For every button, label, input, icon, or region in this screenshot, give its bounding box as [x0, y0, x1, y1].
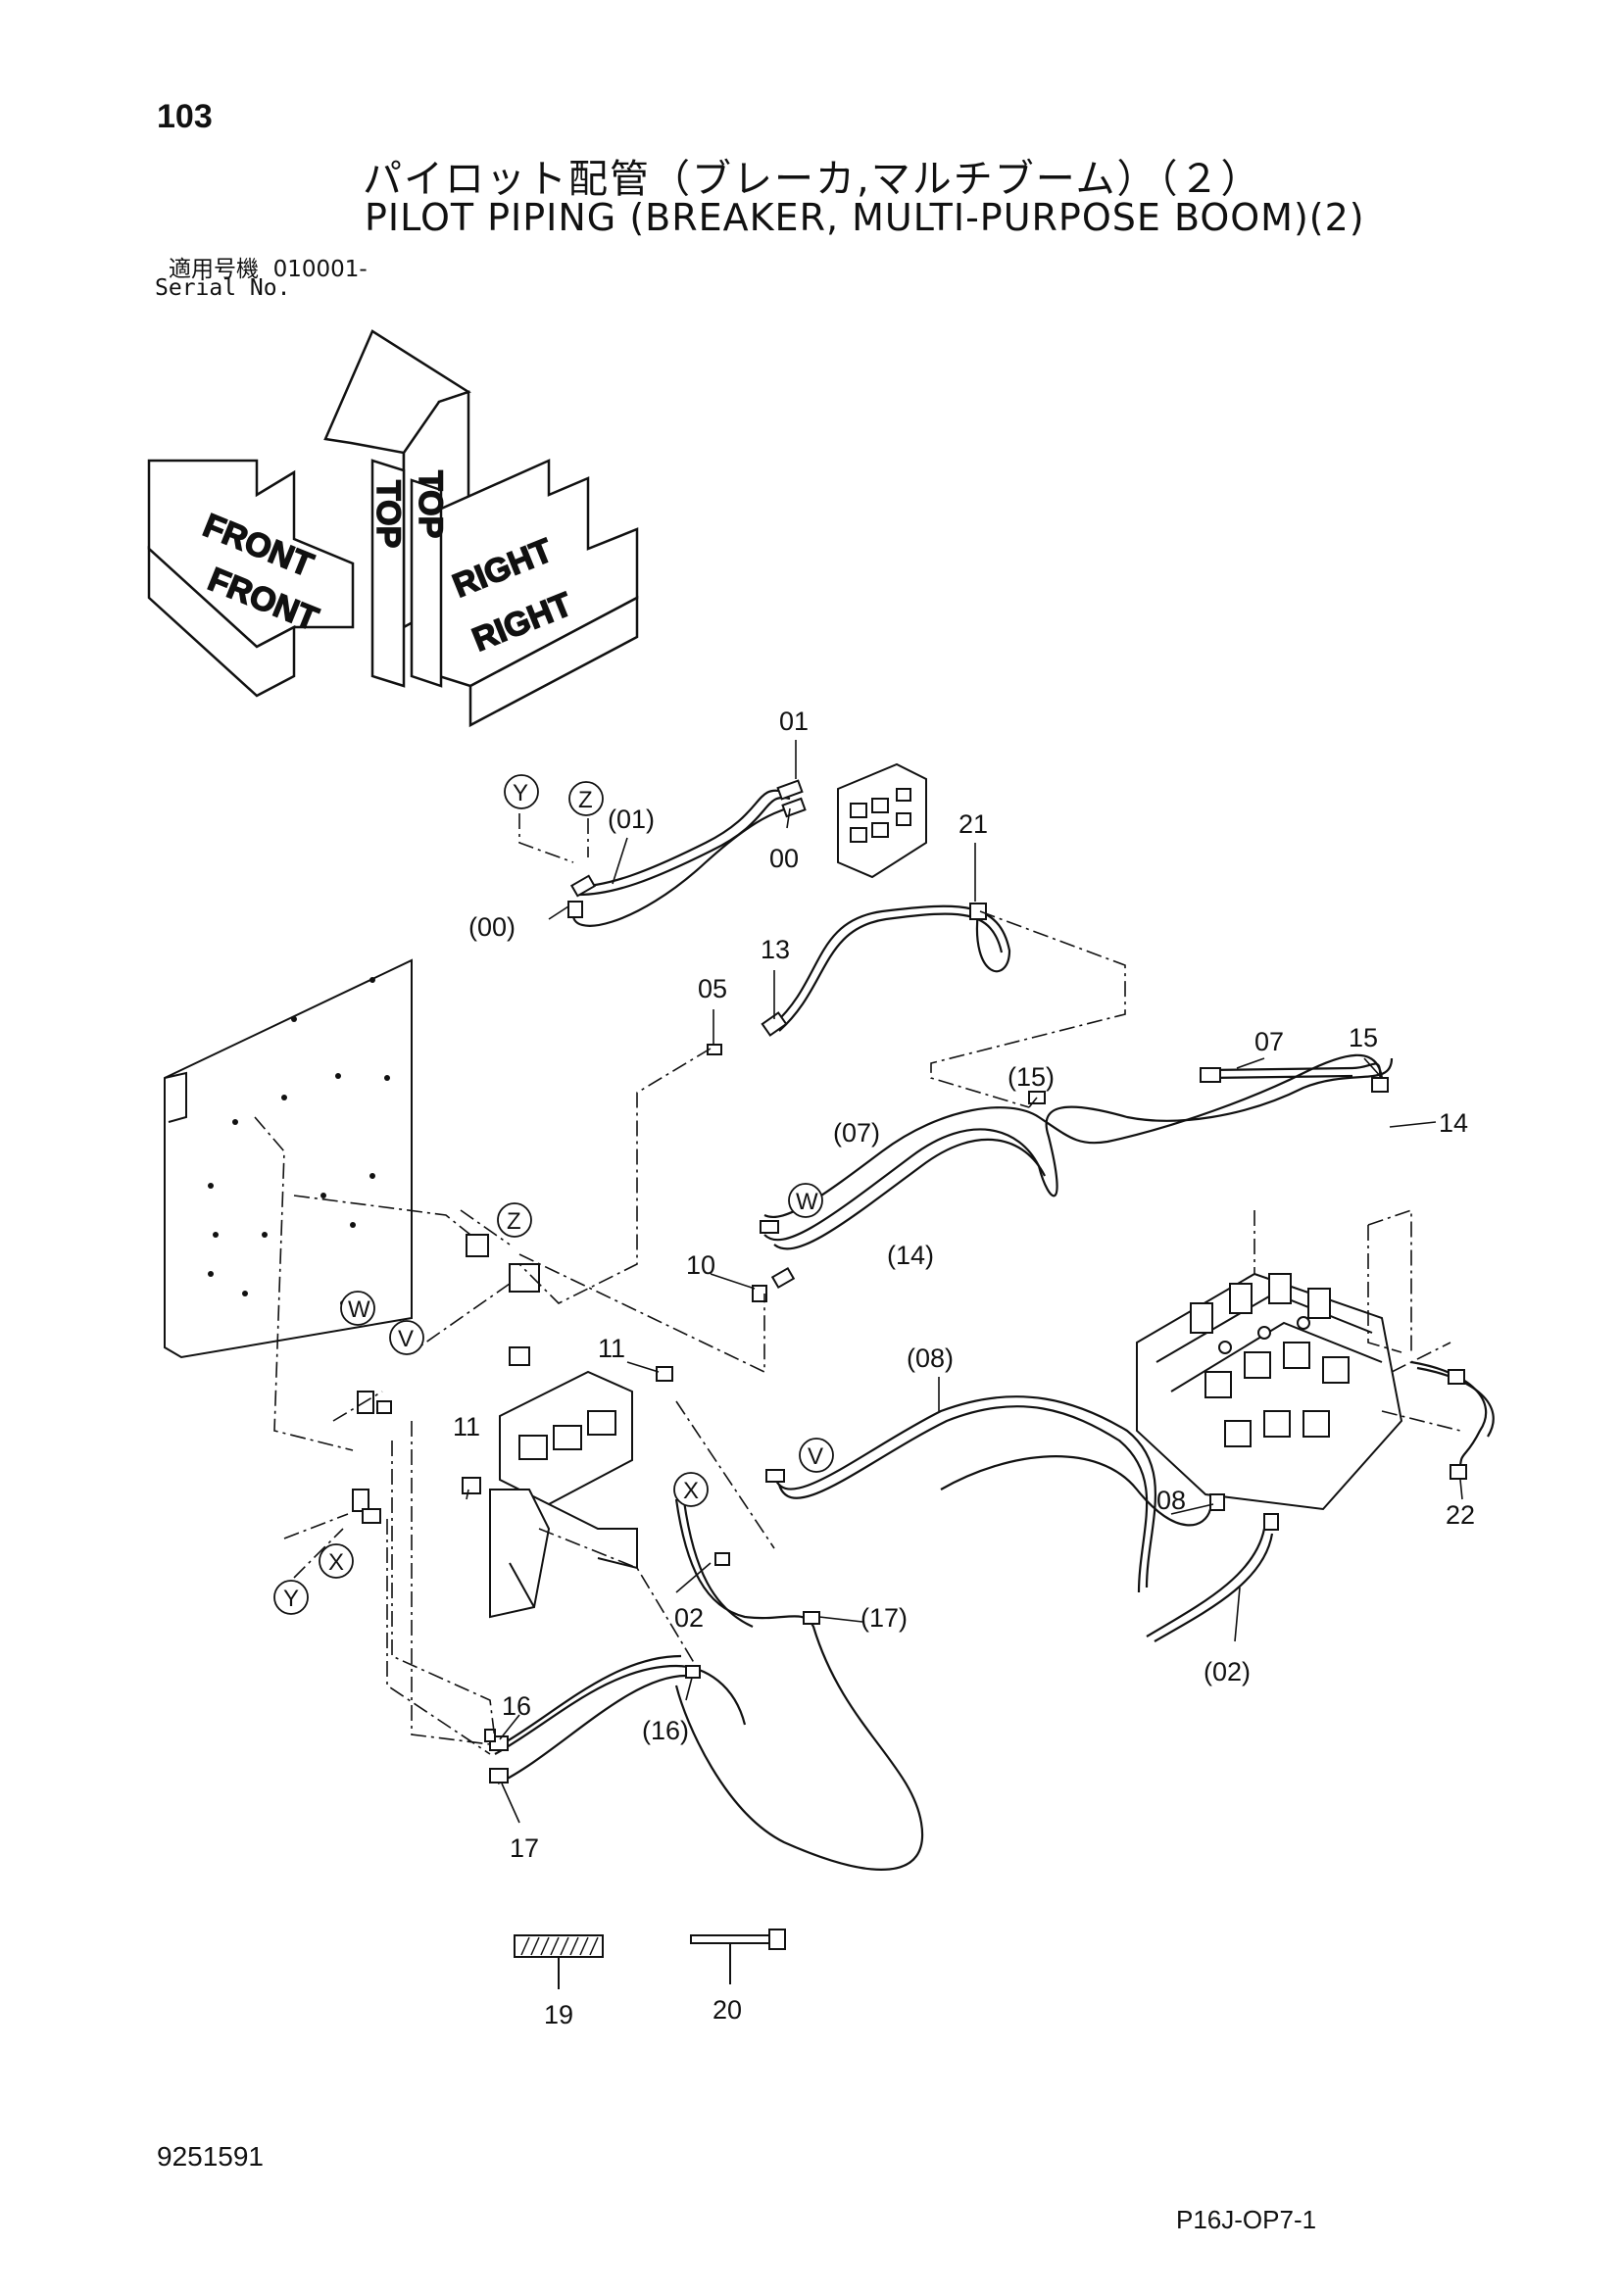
callout-11-lower: 11: [453, 1412, 480, 1441]
page-title-english: PILOT PIPING (BREAKER, MULTI-PURPOSE BOO…: [365, 196, 1365, 239]
callout-07-paren: (07): [833, 1118, 880, 1148]
control-valve-block: [1136, 1272, 1403, 1511]
connection-markers: Y Z Z W V W V X X Y: [273, 774, 834, 1615]
marker-x-hose: X: [673, 1472, 709, 1507]
document-number: 9251591: [157, 2141, 265, 2172]
marker-v-hose-label: V: [808, 1443, 823, 1470]
callout-14: 14: [1439, 1108, 1468, 1138]
callout-08-paren: (08): [907, 1343, 954, 1373]
marker-z-panel: Z: [497, 1202, 532, 1238]
marker-v-panel: V: [389, 1320, 424, 1355]
callout-02-paren: (02): [1204, 1657, 1251, 1686]
callout-15-paren: (15): [1008, 1062, 1055, 1092]
part-20-cable-tie: [690, 1929, 786, 1984]
callout-08: 08: [1156, 1486, 1186, 1515]
callout-leaders: [466, 740, 1463, 1824]
callout-01: 01: [779, 707, 809, 736]
callout-00: 00: [769, 844, 799, 873]
callout-16: 16: [502, 1691, 531, 1721]
callout-labels: 01 00 21 (01) (00) 05 13 07 15 14 (15) (…: [453, 707, 1475, 2029]
pilot-valve-lower: [489, 1370, 638, 1619]
part-19-band: [514, 1934, 604, 1989]
orientation-top-label-2: TOP: [412, 470, 449, 538]
fittings: [352, 779, 1467, 1783]
orientation-compass: [147, 329, 639, 728]
marker-v-hose: V: [799, 1438, 834, 1473]
callout-21: 21: [958, 809, 988, 839]
marker-v-panel-label: V: [398, 1326, 414, 1352]
marker-z-top: Z: [568, 781, 604, 816]
callout-15: 15: [1349, 1023, 1378, 1052]
figure-code: P16J-OP7-1: [1176, 2205, 1317, 2234]
callout-07: 07: [1254, 1027, 1284, 1056]
callout-11-upper: 11: [598, 1334, 625, 1363]
callout-00-paren: (00): [468, 912, 516, 942]
callout-17-paren: (17): [860, 1603, 908, 1633]
marker-z-top-label: Z: [578, 787, 593, 813]
marker-x-left: X: [319, 1543, 354, 1579]
cab-side-panel: [164, 958, 413, 1359]
orientation-top-label: TOP: [369, 480, 407, 548]
callout-19: 19: [544, 2000, 573, 2029]
callout-17: 17: [510, 1833, 539, 1863]
callout-22: 22: [1446, 1500, 1475, 1530]
marker-y-top: Y: [504, 774, 539, 809]
marker-x-left-label: X: [328, 1549, 344, 1576]
page-number: 103: [157, 98, 213, 135]
serial-value: 010001-: [272, 257, 368, 282]
callout-05: 05: [698, 974, 727, 1003]
serial-row: 適用号機 010001-: [169, 250, 368, 283]
marker-x-hose-label: X: [683, 1478, 699, 1504]
connection-leaders: [254, 813, 1461, 1755]
page-title-japanese: パイロット配管（ブレーカ,マルチブーム）（２）: [363, 157, 1262, 202]
callout-01-paren: (01): [608, 805, 655, 834]
marker-y-left: Y: [273, 1580, 309, 1615]
callout-16-paren: (16): [642, 1716, 689, 1745]
marker-w-panel-label: W: [348, 1296, 370, 1323]
marker-w-hose: W: [788, 1183, 823, 1218]
pilot-valve-top: [837, 762, 927, 879]
marker-y-left-label: Y: [283, 1586, 299, 1612]
marker-w-hose-label: W: [796, 1189, 818, 1215]
marker-z-panel-label: Z: [507, 1208, 521, 1235]
serial-label-english: Serial No.: [155, 275, 291, 301]
callout-20: 20: [713, 1995, 742, 2025]
callout-14-paren: (14): [887, 1241, 934, 1270]
serial-label-japanese: 適用号機: [169, 257, 259, 282]
marker-w-panel: W: [340, 1291, 375, 1326]
callout-13: 13: [761, 935, 790, 964]
callout-10: 10: [686, 1250, 715, 1280]
marker-y-top-label: Y: [513, 780, 528, 806]
callout-02: 02: [674, 1603, 704, 1633]
